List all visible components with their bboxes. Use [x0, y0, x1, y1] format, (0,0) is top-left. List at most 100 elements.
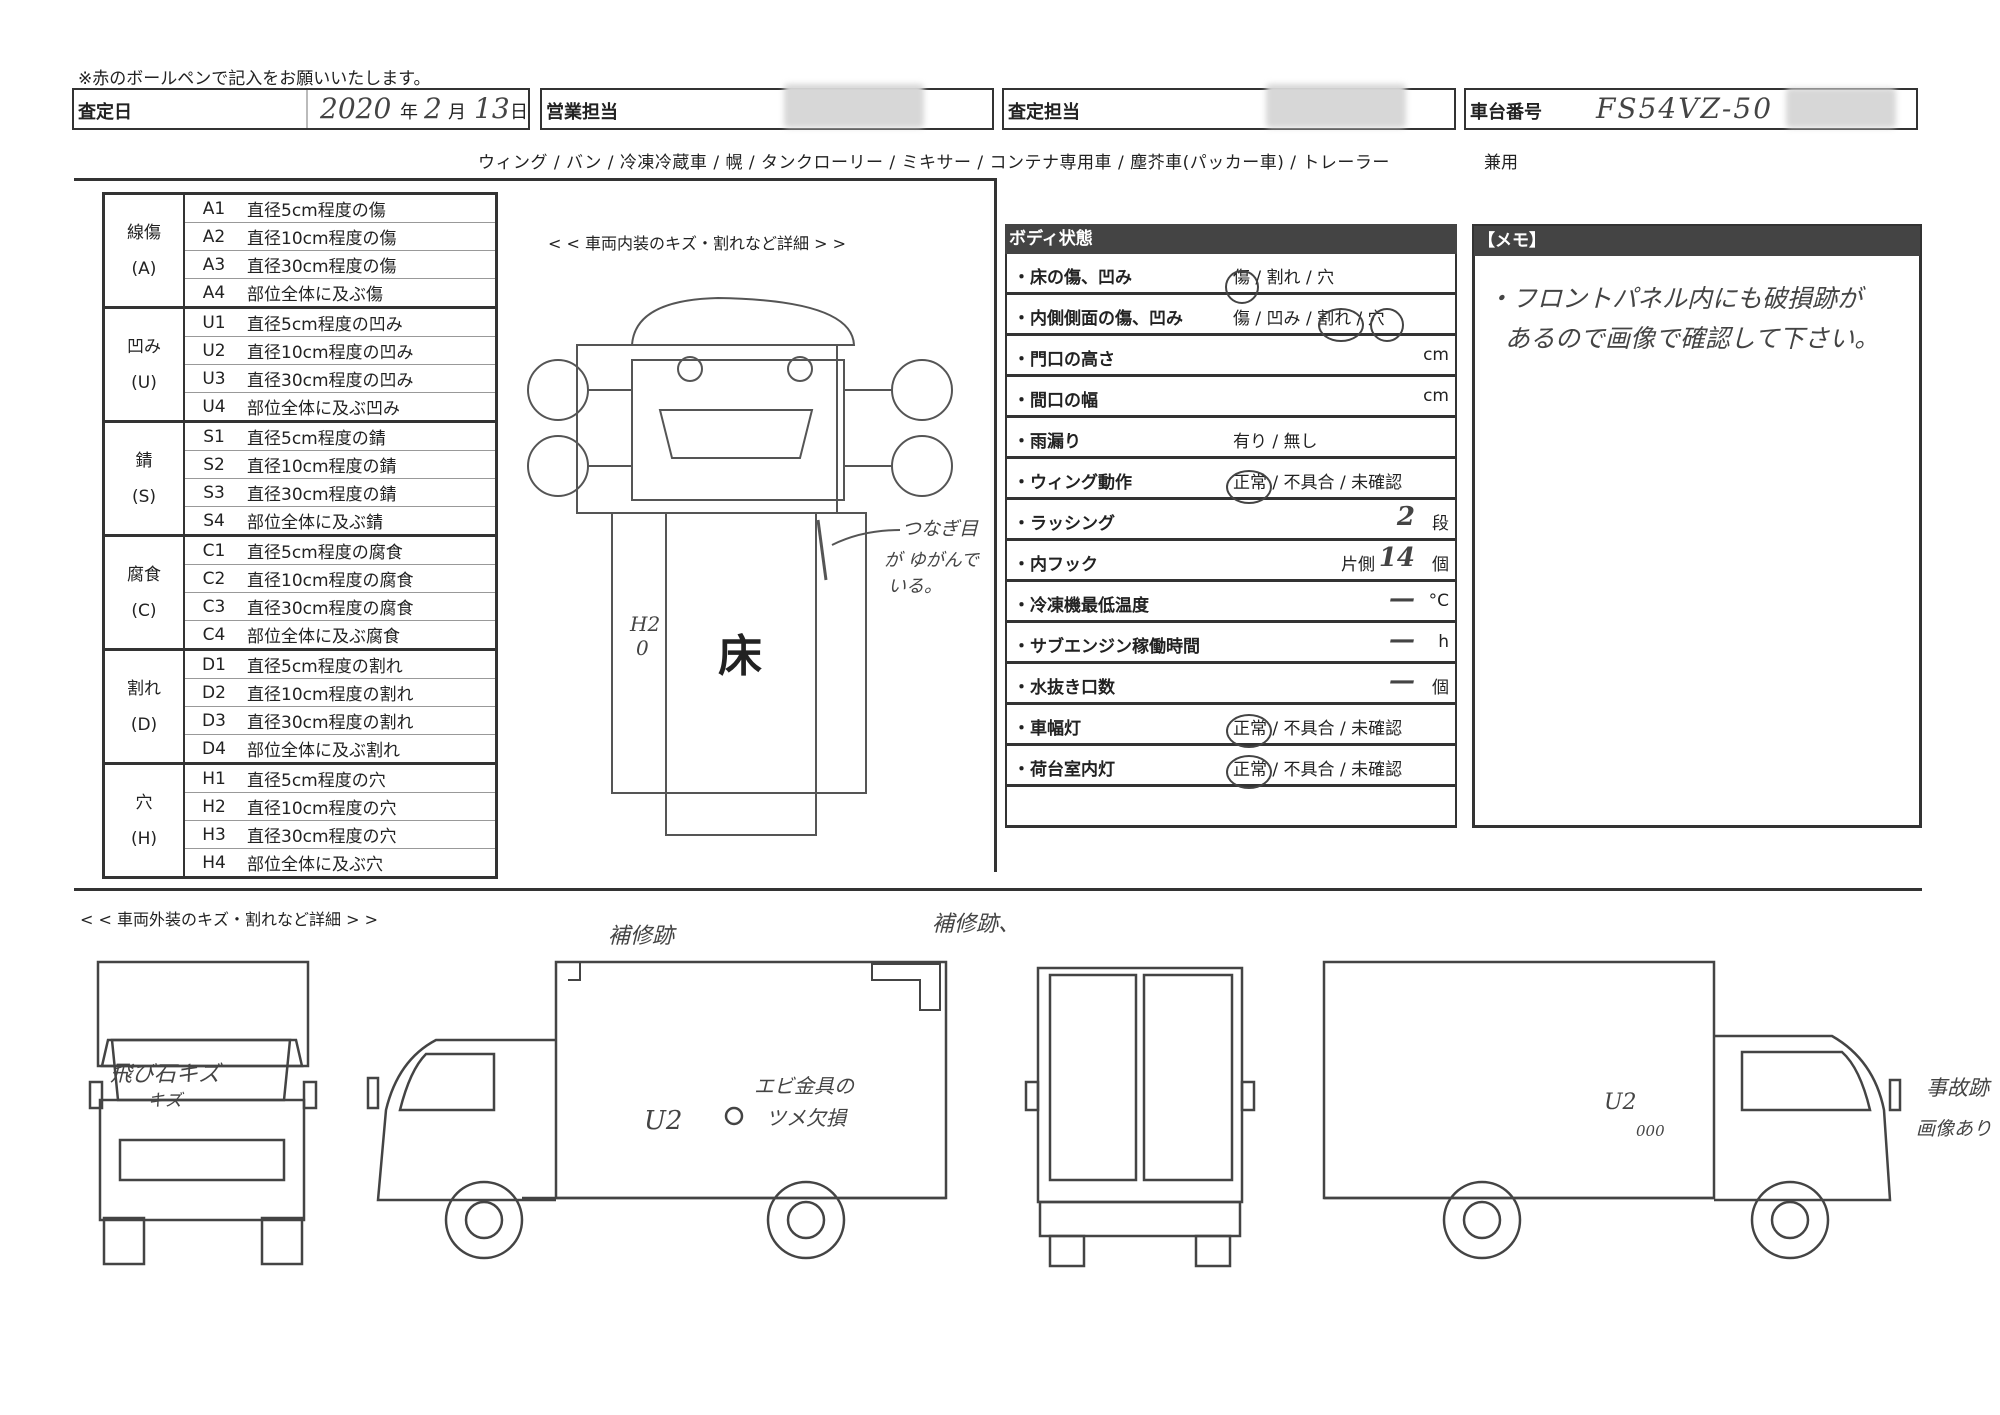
body-state-title: ボディ状態	[1005, 224, 1457, 254]
date-year: 2020	[320, 92, 392, 125]
chassis-number-field[interactable]: 車台番号 FS54VZ-50	[1464, 88, 1918, 130]
interior-h2-count: 0	[636, 636, 649, 660]
legend-code: D4	[184, 734, 243, 764]
body-state-row[interactable]	[1005, 787, 1457, 828]
legend-description: 直径10cm程度の錆	[243, 450, 497, 479]
legend-category: 凹み(U)	[103, 306, 185, 422]
left-repair-note: 補修跡	[608, 924, 675, 949]
left-fitting-note-1: エビ金具の	[754, 1074, 854, 1098]
body-state-options: 有り / 無し	[1233, 432, 1318, 452]
memo-text: ・フロントパネル内にも破損跡が あるので画像で確認して下さい。	[1487, 279, 1907, 359]
legend-description: 直径5cm程度の穴	[243, 762, 497, 793]
legend-category: 穴(H)	[103, 762, 185, 878]
legend-code: A3	[184, 250, 243, 279]
right-u2-mark: U2	[1604, 1090, 1637, 1115]
vehicle-type-extra: 兼用	[1484, 153, 1518, 173]
legend-category: 腐食(C)	[103, 534, 185, 650]
body-state-options: 正常 / 不具合 / 未確認	[1233, 760, 1403, 780]
date-month: 2	[424, 92, 442, 125]
legend-description: 直径10cm程度の穴	[243, 792, 497, 821]
truck-right-view	[1322, 960, 1902, 1260]
legend-category: 割れ(D)	[103, 648, 185, 764]
body-state-row[interactable]: ・水抜き口数 個 —	[1005, 664, 1457, 705]
legend-description: 直径5cm程度の腐食	[243, 534, 497, 565]
body-state-unit: 個	[1432, 555, 1449, 575]
chassis-label: 車台番号	[1470, 102, 1542, 123]
body-state-label: ・床の傷、凹み	[1013, 268, 1132, 288]
legend-description: 部位全体に及ぶ錆	[243, 506, 497, 536]
body-state-row[interactable]: ・門口の高さ cm	[1005, 336, 1457, 377]
body-state-label: ・水抜き口数	[1013, 678, 1115, 698]
legend-category-code: (H)	[130, 828, 158, 849]
front-chip-note-2: キズ	[148, 1091, 182, 1111]
body-state-handwritten: 14	[1378, 543, 1415, 573]
right-accident-note-2: 画像あり	[1916, 1118, 1993, 1140]
legend-category-name: 割れ	[127, 678, 161, 699]
legend-code: A1	[184, 193, 243, 223]
appraiser-label: 査定担当	[1008, 102, 1080, 123]
truck-left-view	[366, 960, 948, 1260]
sales-rep-field[interactable]: 営業担当	[540, 84, 994, 130]
chassis-value: FS54VZ-50	[1596, 92, 1774, 125]
sales-label: 営業担当	[546, 102, 618, 123]
seam-note-2: が ゆがんで	[884, 550, 979, 571]
body-state-label: ・門口の高さ	[1013, 350, 1115, 370]
body-state-label: ・内側側面の傷、凹み	[1013, 309, 1183, 329]
body-state-handwritten: 2	[1396, 502, 1415, 532]
legend-code: C1	[184, 534, 243, 565]
body-state-unit: 個	[1432, 678, 1449, 698]
legend-code: A2	[184, 222, 243, 251]
body-state-handwritten: —	[1389, 584, 1415, 614]
body-state-unit: °C	[1428, 591, 1449, 611]
legend-description: 直径30cm程度の傷	[243, 250, 497, 279]
legend-code: D2	[184, 678, 243, 707]
body-state-unit: cm	[1423, 345, 1449, 365]
body-state-label: ・荷台室内灯	[1013, 760, 1115, 780]
body-state-unit: h	[1438, 632, 1449, 652]
body-state-row[interactable]: ・雨漏り有り / 無し	[1005, 418, 1457, 459]
memo-panel[interactable]: 【メモ】 ・フロントパネル内にも破損跡が あるので画像で確認して下さい。	[1472, 224, 1922, 828]
legend-category-name: 錆	[135, 450, 153, 471]
legend-description: 直径5cm程度の錆	[243, 420, 497, 451]
body-state-unit: 段	[1432, 514, 1449, 534]
body-state-handwritten: —	[1389, 666, 1415, 696]
body-state-row[interactable]: ・車幅灯正常 / 不具合 / 未確認	[1005, 705, 1457, 746]
body-state-unit: cm	[1423, 386, 1449, 406]
interior-section-title: < < 車両内装のキズ・割れなど詳細 > >	[548, 234, 846, 253]
body-state-row[interactable]: ・冷凍機最低温度°C—	[1005, 582, 1457, 623]
selected-normal-circle	[1226, 714, 1272, 748]
legend-category-name: 凹み	[127, 336, 161, 357]
cab-roof-outline	[630, 296, 856, 346]
legend-description: 直径10cm程度の傷	[243, 222, 497, 251]
appraiser-field[interactable]: 査定担当	[1002, 84, 1456, 130]
selected-hole-circle	[1370, 308, 1404, 342]
body-state-options: 正常 / 不具合 / 未確認	[1233, 473, 1403, 493]
interior-h2-mark: H2	[630, 612, 661, 636]
body-state-label: ・サブエンジン稼働時間	[1013, 637, 1200, 657]
memo-title: 【メモ】	[1474, 226, 1920, 256]
appraisal-date-field[interactable]: 査定日 2020 年 2 月 13 日	[72, 88, 530, 130]
selected-crack-circle	[1318, 308, 1364, 342]
legend-code: H1	[184, 762, 243, 793]
grille-outline	[658, 409, 814, 459]
date-label: 査定日	[78, 102, 132, 123]
body-state-row[interactable]: ・ウィング動作正常 / 不具合 / 未確認	[1005, 459, 1457, 500]
body-state-row[interactable]: ・荷台室内灯 正常 / 不具合 / 未確認	[1005, 746, 1457, 787]
legend-code: S2	[184, 450, 243, 479]
